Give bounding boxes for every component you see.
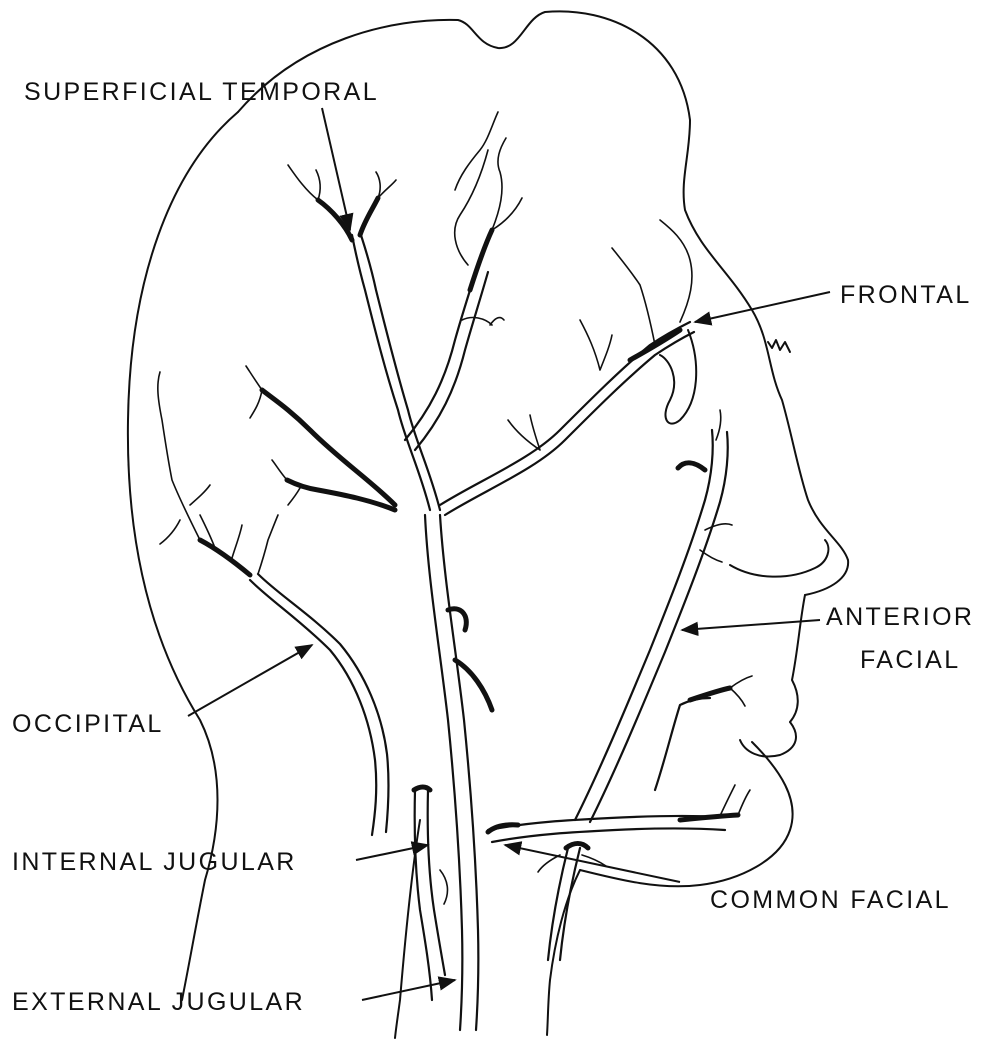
upper-lip-outline bbox=[790, 595, 805, 722]
arrow-occipital bbox=[188, 645, 312, 716]
label-frontal: FRONTAL bbox=[840, 281, 972, 309]
ear-outline bbox=[660, 330, 696, 424]
label-anterior: ANTERIOR bbox=[826, 603, 974, 631]
labels: SUPERFICIAL TEMPORAL FRONTAL ANTERIOR FA… bbox=[12, 78, 974, 1016]
label-facial: FACIAL bbox=[860, 646, 961, 674]
arrow-superficial-temporal bbox=[322, 108, 350, 230]
chin-outline bbox=[580, 742, 793, 886]
occipital-vein bbox=[250, 580, 376, 835]
superficial-temporal-vein bbox=[352, 235, 430, 510]
anterior-facial-vein bbox=[575, 430, 713, 820]
arrow-frontal bbox=[695, 292, 830, 322]
label-external-jugular: EXTERNAL JUGULAR bbox=[12, 988, 305, 1016]
arrow-external-jugular bbox=[362, 980, 455, 1000]
arrow-internal-jugular bbox=[356, 845, 428, 860]
brow-outline bbox=[768, 340, 790, 352]
internal-jugular-vein bbox=[415, 790, 432, 1000]
lower-lip-outline bbox=[740, 722, 796, 757]
head-outline bbox=[128, 11, 848, 1038]
label-internal-jugular: INTERNAL JUGULAR bbox=[12, 848, 297, 876]
neck-vein bbox=[548, 848, 568, 960]
label-common-facial: COMMON FACIAL bbox=[710, 886, 951, 914]
arrow-common-facial bbox=[505, 845, 680, 882]
label-superficial-temporal: SUPERFICIAL TEMPORAL bbox=[24, 78, 379, 106]
nose-outline bbox=[730, 540, 828, 577]
external-jugular-vein bbox=[425, 515, 462, 1030]
veins bbox=[158, 112, 752, 1030]
label-occipital: OCCIPITAL bbox=[12, 710, 164, 738]
front-neck-outline bbox=[547, 870, 580, 1035]
